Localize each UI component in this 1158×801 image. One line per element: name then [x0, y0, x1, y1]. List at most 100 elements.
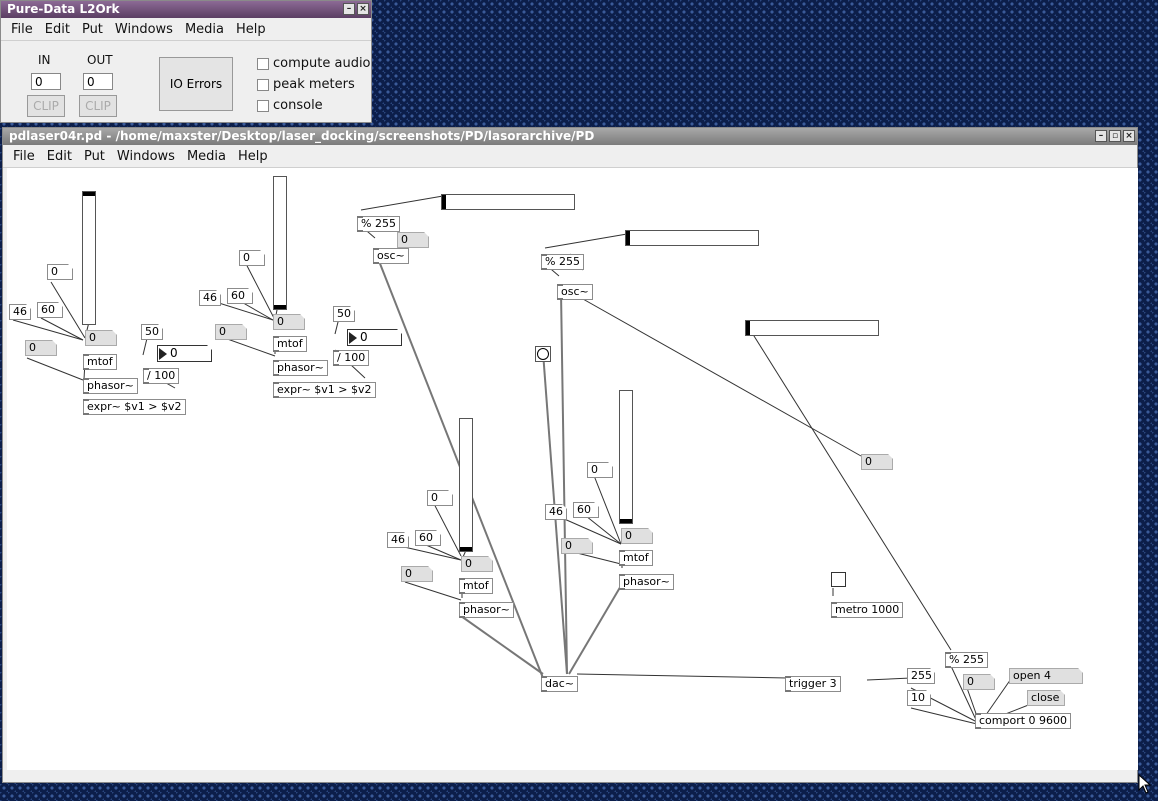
- modulo-object[interactable]: % 255: [541, 254, 584, 270]
- compute-audio-checkbox[interactable]: compute audio: [257, 56, 371, 71]
- bang-icon: [537, 348, 549, 360]
- open-message[interactable]: open 4 9600: [1009, 668, 1083, 684]
- message-box[interactable]: 0: [215, 324, 247, 340]
- message-box[interactable]: 0: [25, 340, 57, 356]
- io-errors-button[interactable]: IO Errors: [159, 57, 233, 111]
- phasor-object[interactable]: phasor~: [83, 378, 138, 394]
- message-box[interactable]: 0: [461, 556, 493, 572]
- slider-knob[interactable]: [83, 192, 95, 196]
- peak-meters-checkbox[interactable]: peak meters: [257, 77, 355, 92]
- menu-file[interactable]: File: [11, 21, 33, 37]
- vertical-slider[interactable]: [619, 390, 633, 524]
- menu-windows[interactable]: Windows: [114, 21, 173, 37]
- console-label: console: [273, 98, 323, 113]
- osc-object[interactable]: osc~: [373, 248, 409, 264]
- menu-edit[interactable]: Edit: [44, 21, 70, 37]
- message-box[interactable]: 0: [963, 674, 995, 690]
- console-checkbox[interactable]: console: [257, 98, 323, 113]
- slider-knob[interactable]: [442, 195, 446, 209]
- number-atom[interactable]: 10: [907, 690, 931, 706]
- message-box[interactable]: 0: [85, 330, 117, 346]
- menu-media[interactable]: Media: [186, 148, 226, 164]
- out-clip-button[interactable]: CLIP: [79, 95, 117, 117]
- close-message[interactable]: close: [1027, 690, 1065, 706]
- slider-knob[interactable]: [626, 231, 630, 245]
- metro-object[interactable]: metro 1000: [831, 602, 904, 618]
- phasor-object[interactable]: phasor~: [619, 574, 674, 590]
- osc-object[interactable]: osc~: [557, 284, 593, 300]
- vertical-slider[interactable]: [82, 191, 96, 325]
- comport-object[interactable]: comport 0 9600: [975, 713, 1072, 729]
- number-atom[interactable]: 0: [47, 264, 73, 280]
- modulo-object[interactable]: % 255: [945, 652, 988, 668]
- divide-object[interactable]: / 100: [143, 368, 180, 384]
- mtof-object[interactable]: mtof: [273, 336, 307, 352]
- vertical-slider[interactable]: [459, 418, 473, 552]
- slider-knob[interactable]: [274, 305, 286, 309]
- in-clip-button[interactable]: CLIP: [27, 95, 65, 117]
- out-level-field[interactable]: 0: [83, 73, 113, 90]
- number-atom[interactable]: 46: [545, 504, 567, 520]
- number-atom[interactable]: 0: [587, 462, 613, 478]
- message-box[interactable]: 0: [861, 454, 893, 470]
- dac-object[interactable]: dac~: [541, 676, 578, 692]
- number-atom[interactable]: 60: [573, 502, 599, 518]
- message-box[interactable]: 0: [621, 528, 653, 544]
- menu-help[interactable]: Help: [235, 21, 266, 37]
- mtof-object[interactable]: mtof: [459, 578, 493, 594]
- message-box[interactable]: 0: [561, 538, 593, 554]
- patch-canvas[interactable]: 0 46 60 0 0 mtof phasor~ expr~ $v1 > $v2…: [7, 168, 1138, 770]
- minimize-icon[interactable]: –: [343, 3, 355, 15]
- mtof-object[interactable]: mtof: [619, 550, 653, 566]
- menu-windows[interactable]: Windows: [116, 148, 175, 164]
- modulo-object[interactable]: % 255: [357, 216, 400, 232]
- number-atom[interactable]: 0: [239, 250, 265, 266]
- minimize-icon[interactable]: –: [1095, 130, 1107, 142]
- number-atom[interactable]: 255: [907, 668, 935, 684]
- number-atom[interactable]: 60: [37, 302, 63, 318]
- horizontal-slider[interactable]: [745, 320, 879, 336]
- vertical-slider[interactable]: [273, 176, 287, 310]
- expr-object[interactable]: expr~ $v1 > $v2: [83, 399, 186, 415]
- menu-file[interactable]: File: [13, 148, 35, 164]
- horizontal-slider[interactable]: [441, 194, 575, 210]
- phasor-object[interactable]: phasor~: [459, 602, 514, 618]
- number-atom[interactable]: 46: [9, 304, 31, 320]
- number-atom[interactable]: 50: [141, 324, 163, 340]
- menu-media[interactable]: Media: [184, 21, 224, 37]
- patch-titlebar[interactable]: pdlaser04r.pd - /home/maxster/Desktop/la…: [3, 128, 1137, 145]
- menu-put[interactable]: Put: [83, 148, 105, 164]
- number-box[interactable]: 0: [347, 329, 402, 346]
- number-atom[interactable]: 46: [199, 290, 221, 306]
- slider-knob[interactable]: [620, 519, 632, 523]
- bang-button[interactable]: [535, 346, 551, 362]
- mouse-pointer-icon: [1138, 774, 1152, 794]
- number-atom[interactable]: 50: [333, 306, 355, 322]
- message-box[interactable]: 0: [397, 232, 429, 248]
- divide-object[interactable]: / 100: [333, 350, 370, 366]
- trigger-object[interactable]: trigger 3: [785, 676, 841, 692]
- menu-put[interactable]: Put: [81, 21, 103, 37]
- pd-main-titlebar[interactable]: Pure-Data L2Ork – ×: [1, 1, 371, 18]
- slider-knob[interactable]: [460, 547, 472, 551]
- number-atom[interactable]: 60: [415, 530, 441, 546]
- horizontal-slider[interactable]: [625, 230, 759, 246]
- mtof-object[interactable]: mtof: [83, 354, 117, 370]
- toggle[interactable]: [831, 572, 846, 587]
- number-atom[interactable]: 60: [227, 288, 253, 304]
- expr-object[interactable]: expr~ $v1 > $v2: [273, 382, 376, 398]
- menu-help[interactable]: Help: [237, 148, 268, 164]
- menu-edit[interactable]: Edit: [46, 148, 72, 164]
- number-box[interactable]: 0: [157, 345, 212, 362]
- in-label: IN: [38, 53, 51, 67]
- slider-knob[interactable]: [746, 321, 750, 335]
- in-level-field[interactable]: 0: [31, 73, 61, 90]
- close-icon[interactable]: ×: [357, 3, 369, 15]
- message-box[interactable]: 0: [401, 566, 433, 582]
- message-box[interactable]: 0: [273, 314, 305, 330]
- maximize-icon[interactable]: ▫: [1109, 130, 1121, 142]
- number-atom[interactable]: 46: [387, 532, 409, 548]
- phasor-object[interactable]: phasor~: [273, 360, 328, 376]
- number-atom[interactable]: 0: [427, 490, 453, 506]
- close-icon[interactable]: ×: [1123, 130, 1135, 142]
